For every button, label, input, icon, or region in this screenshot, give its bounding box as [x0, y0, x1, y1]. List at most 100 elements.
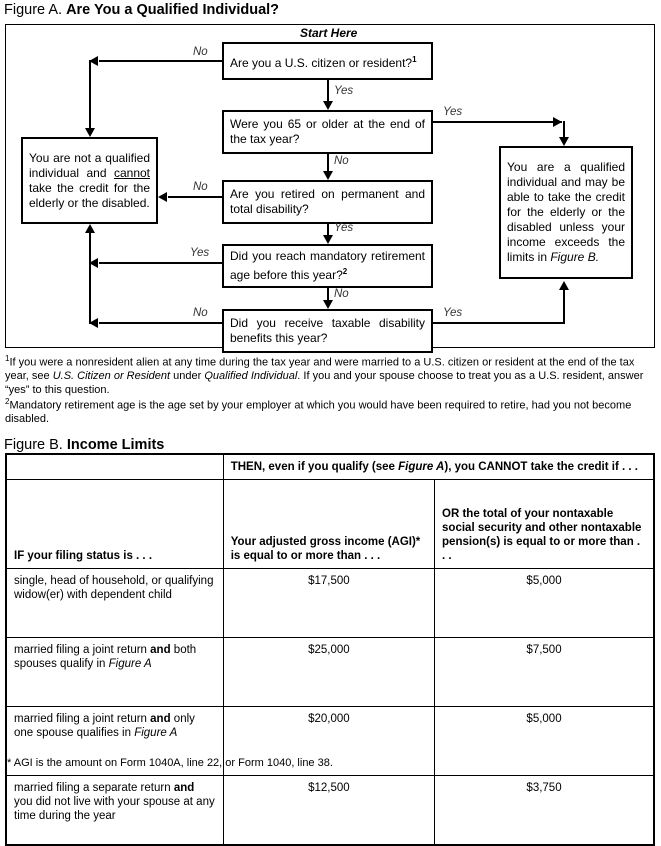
footnote-1-marker: 1: [5, 354, 10, 363]
figure-a-footnote-2: 2Mandatory retirement age is the age set…: [5, 395, 655, 427]
row-1-status-bold: and: [150, 644, 171, 656]
edge-age65-no-arrow: [323, 171, 333, 180]
flow-box-retired-text: Are you retired on permanent and total d…: [230, 187, 425, 216]
row-3-status-plain: married filing a separate return: [14, 782, 174, 794]
row-2-status-italic: Figure A: [134, 727, 178, 739]
spanner-figure-a-ref: Figure A: [398, 461, 445, 473]
edge-citizen-no-vertical: [89, 60, 91, 128]
edge-label-citizen-no: No: [193, 46, 208, 58]
row-0-agi: $17,500: [222, 568, 436, 638]
figure-b-footnote: * AGI is the amount on Form 1040A, line …: [7, 757, 333, 769]
table-header-columns-row: IF your filing status is . . . Your adju…: [5, 479, 655, 569]
edge-label-retired-yes: Yes: [334, 222, 354, 234]
edge-retired-no-arrowhead: [158, 192, 167, 202]
footnote-marker-1: 1: [412, 54, 417, 64]
footnote-1-italic-1: U.S. Citizen or Resident: [52, 370, 171, 383]
row-3-agi: $12,500: [222, 775, 436, 846]
row-0-nontaxable: $5,000: [434, 568, 655, 638]
spanner-text-a: THEN, even if you qualify (see: [230, 461, 399, 473]
row-3-status-tail: you did not live with your spouse at any…: [14, 796, 215, 822]
edge-citizen-yes-arrow: [323, 101, 333, 110]
edge-retired-no-horizontal: [168, 196, 223, 198]
flow-box-age65-text: Were you 65 or older at the end of the t…: [230, 117, 425, 146]
edge-label-benefits-no: No: [193, 307, 208, 319]
figure-a-footnote-1: 1If you were a nonresident alien at any …: [5, 352, 655, 397]
edge-age65-yes-vertical: [563, 121, 565, 137]
row-2-agi: $20,000: [222, 706, 436, 776]
flow-box-not-qualified: You are not a qualified individual and c…: [21, 137, 158, 224]
table-row: married filing a joint return and both s…: [5, 637, 655, 707]
edge-age65-no-vertical: [327, 154, 329, 171]
figure-a-title: Figure A. Are You a Qualified Individual…: [4, 2, 279, 18]
footnote-marker-2: 2: [342, 267, 348, 276]
flow-box-mandatory-retirement: Did you reach mandatory retirement age b…: [222, 244, 433, 288]
edge-merge-arrow-up: [85, 224, 95, 233]
row-3-status: married filing a separate return and you…: [5, 775, 224, 846]
row-2-nontaxable: $5,000: [434, 706, 655, 776]
qualified-figure-b-ref: Figure B.: [550, 250, 600, 264]
footnote-1-text-a: If you were a nonresident alien at any t…: [5, 356, 635, 383]
edge-benefits-no-arrowhead: [89, 318, 98, 328]
flow-box-citizen-text: Are you a U.S. citizen or resident?: [230, 55, 413, 70]
edge-label-retired-no: No: [193, 181, 208, 193]
flow-box-retired: Are you retired on permanent and total d…: [222, 180, 433, 224]
table-header-nontaxable: OR the total of your nontaxable social s…: [434, 479, 655, 569]
row-0-status-plain: single, head of household, or qualifying…: [14, 575, 214, 601]
edge-label-benefits-yes: Yes: [443, 307, 463, 319]
edge-label-mandatory-no: No: [334, 288, 349, 300]
flow-box-citizen: Are you a U.S. citizen or resident?1: [222, 42, 433, 80]
row-1-status-tail: both spouses qualify in: [14, 644, 197, 670]
edge-benefits-no-horizontal: [99, 322, 223, 324]
edge-merge-vertical-left: [89, 233, 91, 324]
table-header-blank-cell: [6, 454, 224, 480]
row-2-status-bold: and: [150, 713, 171, 725]
edge-citizen-no-horizontal: [99, 60, 223, 62]
figure-b-title: Figure B. Income Limits: [4, 437, 164, 453]
row-1-status: married filing a joint return and both s…: [5, 637, 224, 707]
edge-mandatory-no-vertical: [327, 288, 329, 300]
edge-retired-yes-arrow: [323, 235, 333, 244]
edge-citizen-yes-vertical: [327, 80, 329, 101]
edge-benefits-yes-horizontal: [433, 322, 565, 324]
figure-b-heading: Income Limits: [66, 437, 165, 453]
edge-mandatory-yes-horizontal: [99, 262, 223, 264]
table-row: married filing a joint return and only o…: [5, 706, 655, 776]
table-row: married filing a separate return and you…: [5, 775, 655, 846]
flow-box-mandatory-text: Did you reach mandatory retirement age b…: [230, 249, 425, 282]
figure-a-heading: Are You a Qualified Individual?: [66, 2, 280, 18]
flow-box-qualified: You are a qualified individual and may b…: [499, 146, 633, 279]
edge-citizen-no-arrowhead: [89, 56, 98, 66]
flow-box-benefits-text: Did you receive taxable disability benef…: [230, 316, 425, 345]
edge-citizen-no-arrow-down: [85, 128, 95, 137]
figure-a-label: Figure A.: [4, 2, 63, 18]
edge-mandatory-yes-arrowhead: [89, 258, 98, 268]
footnote-2-marker: 2: [5, 397, 10, 406]
not-qualified-text-pre: You are not a qualified individual and: [29, 150, 150, 180]
footnote-1-italic-2: Qualified Individual: [204, 370, 298, 383]
row-2-status-tail: only one spouse qualifies in: [14, 713, 195, 739]
row-1-nontaxable: $7,500: [434, 637, 655, 707]
table-header-agi: Your adjusted gross income (AGI)* is equ…: [222, 479, 436, 569]
table-header-spanner: THEN, even if you qualify (see Figure A)…: [222, 453, 655, 480]
row-0-status: single, head of household, or qualifying…: [5, 568, 224, 638]
edge-age65-yes-arrow-down: [559, 137, 569, 146]
edge-label-age65-no: No: [334, 155, 349, 167]
footnote-1-text-c: . If you and your spouse choose to treat…: [5, 370, 644, 396]
footnote-1-text-b: under: [170, 370, 205, 383]
edge-benefits-yes-vertical: [563, 290, 565, 324]
edge-mandatory-no-arrow: [323, 300, 333, 309]
row-2-status: married filing a joint return and only o…: [5, 706, 224, 776]
table-header-filing-status: IF your filing status is . . .: [5, 479, 224, 569]
edge-benefits-yes-arrow-up: [559, 281, 569, 290]
row-1-status-plain: married filing a joint return: [14, 644, 151, 656]
table-row: single, head of household, or qualifying…: [5, 568, 655, 638]
row-3-nontaxable: $3,750: [434, 775, 655, 846]
edge-retired-yes-vertical: [327, 224, 329, 235]
not-qualified-text-post: take the credit for the elderly or the d…: [29, 180, 150, 210]
edge-label-citizen-yes: Yes: [334, 85, 354, 97]
not-qualified-emphasis: cannot: [113, 165, 150, 180]
flow-box-disability-benefits: Did you receive taxable disability benef…: [222, 309, 433, 353]
qualified-text: You are a qualified individual and may b…: [507, 160, 625, 264]
start-here-label: Start Here: [300, 26, 358, 40]
figure-b-label: Figure B.: [4, 437, 63, 453]
